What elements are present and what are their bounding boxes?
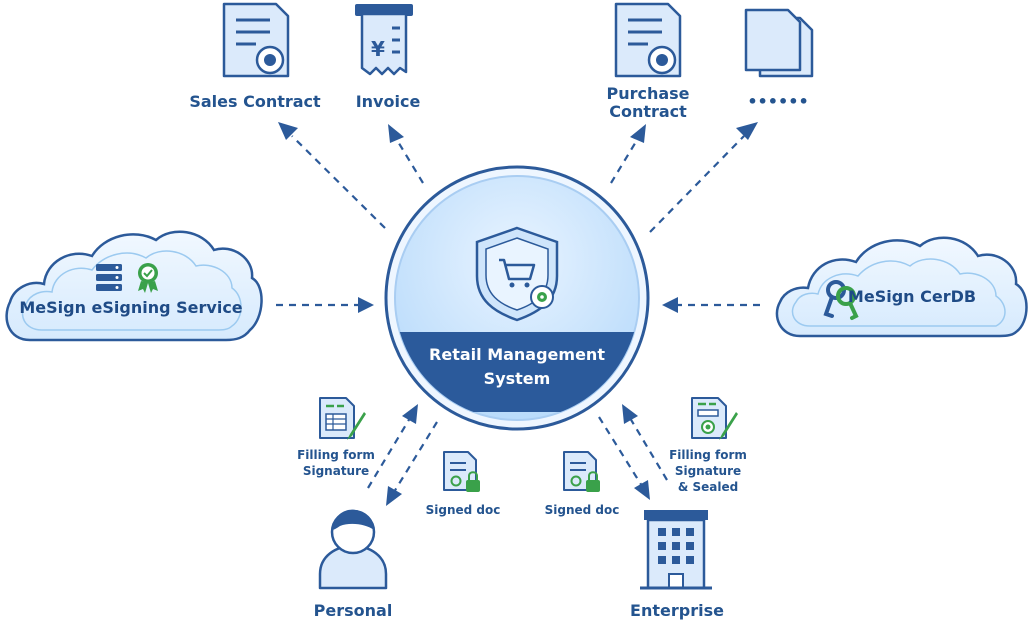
enterprise-filling-label-line3: & Sealed xyxy=(678,480,738,494)
enterprise-filling-label-line2: Signature xyxy=(675,464,741,478)
esigning-service-label: MeSign eSigning Service xyxy=(19,298,242,317)
arrow-hub-to-personal xyxy=(386,421,438,506)
invoice-node[interactable]: ¥ Invoice xyxy=(355,4,420,111)
contract-certificate-icon xyxy=(614,2,682,78)
personal-signed-doc: Signed doc xyxy=(426,451,501,517)
form-pen-icon xyxy=(319,397,366,440)
keys-icon xyxy=(823,280,859,320)
personal-signed-label: Signed doc xyxy=(426,503,501,517)
signed-doc-lock-icon xyxy=(443,451,480,492)
esigning-service-cloud[interactable]: MeSign eSigning Service xyxy=(5,230,263,342)
contract-certificate-icon xyxy=(222,2,290,78)
verified-badge-icon xyxy=(138,263,158,293)
arrow-esigning-to-hub xyxy=(276,297,374,313)
signed-doc-lock-icon xyxy=(563,451,600,492)
invoice-receipt-icon: ¥ xyxy=(355,4,413,76)
arrow-personal-to-hub xyxy=(367,404,418,489)
building-icon xyxy=(640,510,712,590)
purchase-contract-label-line2: Contract xyxy=(609,102,687,121)
hub-title-line2: System xyxy=(484,369,551,388)
arrow-cerdb-to-hub xyxy=(662,297,760,313)
invoice-label: Invoice xyxy=(356,92,421,111)
sales-contract-label: Sales Contract xyxy=(189,92,321,111)
more-docs-label: •••••• xyxy=(747,92,808,111)
enterprise-signed-doc: Signed doc xyxy=(545,451,620,517)
personal-actor[interactable]: Personal xyxy=(314,509,393,620)
personal-label: Personal xyxy=(314,601,393,620)
documents-stack-icon xyxy=(744,8,814,78)
sales-contract-node[interactable]: Sales Contract xyxy=(189,2,321,111)
hub-retail-management-system[interactable]: Retail Management System xyxy=(384,165,650,431)
arrow-to-sales-contract xyxy=(278,122,386,229)
person-icon xyxy=(318,509,388,590)
enterprise-signed-label: Signed doc xyxy=(545,503,620,517)
arrow-hub-to-enterprise xyxy=(598,416,650,500)
personal-filling-label-line1: Filling form xyxy=(297,448,375,462)
enterprise-filling-label-line1: Filling form xyxy=(669,448,747,462)
shield-cart-icon xyxy=(475,226,559,322)
form-seal-pen-icon xyxy=(691,397,738,440)
purchase-contract-node[interactable]: Purchase Contract xyxy=(606,2,690,121)
personal-filling-label-line2: Signature xyxy=(303,464,369,478)
hub-title-line1: Retail Management xyxy=(429,345,605,364)
invoice-currency-symbol: ¥ xyxy=(371,37,385,61)
personal-filling-form: Filling form Signature xyxy=(297,397,375,478)
cerdb-cloud[interactable]: MeSign CerDB xyxy=(775,236,1028,338)
arrow-to-purchase-contract xyxy=(610,124,646,184)
cerdb-label: MeSign CerDB xyxy=(848,287,976,306)
arrow-to-invoice xyxy=(388,124,424,184)
more-docs-node[interactable]: •••••• xyxy=(744,8,814,111)
enterprise-filling-form: Filling form Signature & Sealed xyxy=(669,397,747,494)
purchase-contract-label-line1: Purchase xyxy=(606,84,689,103)
enterprise-label: Enterprise xyxy=(630,601,724,620)
enterprise-actor[interactable]: Enterprise xyxy=(630,510,724,620)
arrow-to-more-docs xyxy=(649,122,758,233)
arrow-enterprise-to-hub xyxy=(622,404,668,481)
server-icon xyxy=(96,264,122,291)
